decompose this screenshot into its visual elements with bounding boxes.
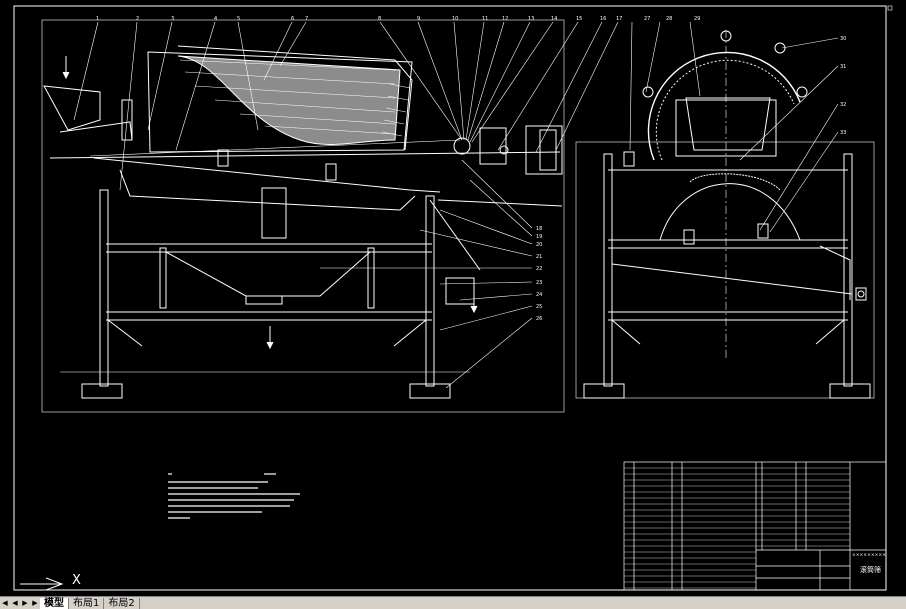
part-label: 18 xyxy=(536,226,542,232)
company-name: ××××××××× xyxy=(852,552,886,558)
side-view xyxy=(575,21,875,399)
part-label: 9 xyxy=(417,16,420,22)
part-label: 28 xyxy=(666,16,672,22)
last-tab-icon[interactable]: ▶ xyxy=(32,599,38,607)
part-label: 33 xyxy=(840,130,846,136)
part-label: 26 xyxy=(536,316,542,322)
part-label: 27 xyxy=(644,16,650,22)
part-label: 19 xyxy=(536,234,542,240)
part-label: 32 xyxy=(840,102,846,108)
part-label: 4 xyxy=(214,16,217,22)
part-label: 15 xyxy=(576,16,582,22)
part-label: 29 xyxy=(694,16,700,22)
part-label: 5 xyxy=(237,16,240,22)
right-callout-labels: 18 19 20 21 22 23 24 25 26 xyxy=(536,226,542,322)
part-label: 1 xyxy=(96,16,99,22)
part-label: 17 xyxy=(616,16,622,22)
part-label: 23 xyxy=(536,280,542,286)
part-label: 6 xyxy=(291,16,294,22)
tab-model[interactable]: 模型 xyxy=(40,597,69,609)
front-view xyxy=(41,19,565,413)
drawing-name: 滚筒筛 xyxy=(860,565,881,574)
part-label: 7 xyxy=(305,16,308,22)
part-label: 14 xyxy=(551,16,557,22)
part-label: 2 xyxy=(136,16,139,22)
leader-lines xyxy=(73,21,619,389)
part-label: 30 xyxy=(840,36,846,42)
title-block xyxy=(623,461,887,591)
part-label: 24 xyxy=(536,292,542,298)
ucs-x-label: X xyxy=(72,573,81,588)
part-label: 3 xyxy=(171,16,174,22)
part-label: 22 xyxy=(536,266,542,272)
layout-tab-bar: ◀ ◀ ▶ ▶ 模型 布局1 布局2 xyxy=(0,596,906,609)
ucs-axis-icon: X xyxy=(20,573,81,591)
part-label: 8 xyxy=(378,16,381,22)
prev-tab-icon[interactable]: ◀ xyxy=(12,599,18,607)
part-label: 20 xyxy=(536,242,542,248)
drawing-border xyxy=(13,5,887,591)
part-number-labels: 1 2 3 4 5 6 7 8 9 10 11 12 13 14 15 16 1… xyxy=(96,16,846,136)
part-label: 13 xyxy=(528,16,534,22)
part-label: 25 xyxy=(536,304,542,310)
part-label: 12 xyxy=(502,16,508,22)
tab-layout1[interactable]: 布局1 xyxy=(69,597,105,609)
title-block-rows xyxy=(624,467,850,589)
part-label: 11 xyxy=(482,16,488,22)
tab-layout2[interactable]: 布局2 xyxy=(104,597,140,609)
part-label: 31 xyxy=(840,64,846,70)
part-label: 21 xyxy=(536,254,542,260)
first-tab-icon[interactable]: ◀ xyxy=(2,599,8,607)
next-tab-icon[interactable]: ▶ xyxy=(22,599,28,607)
technical-notes xyxy=(168,473,300,519)
cad-drawing-canvas[interactable]: 1 2 3 4 5 6 7 8 9 10 11 12 13 14 15 16 1… xyxy=(0,0,906,596)
part-label: 10 xyxy=(452,16,458,22)
part-label: 16 xyxy=(600,16,606,22)
